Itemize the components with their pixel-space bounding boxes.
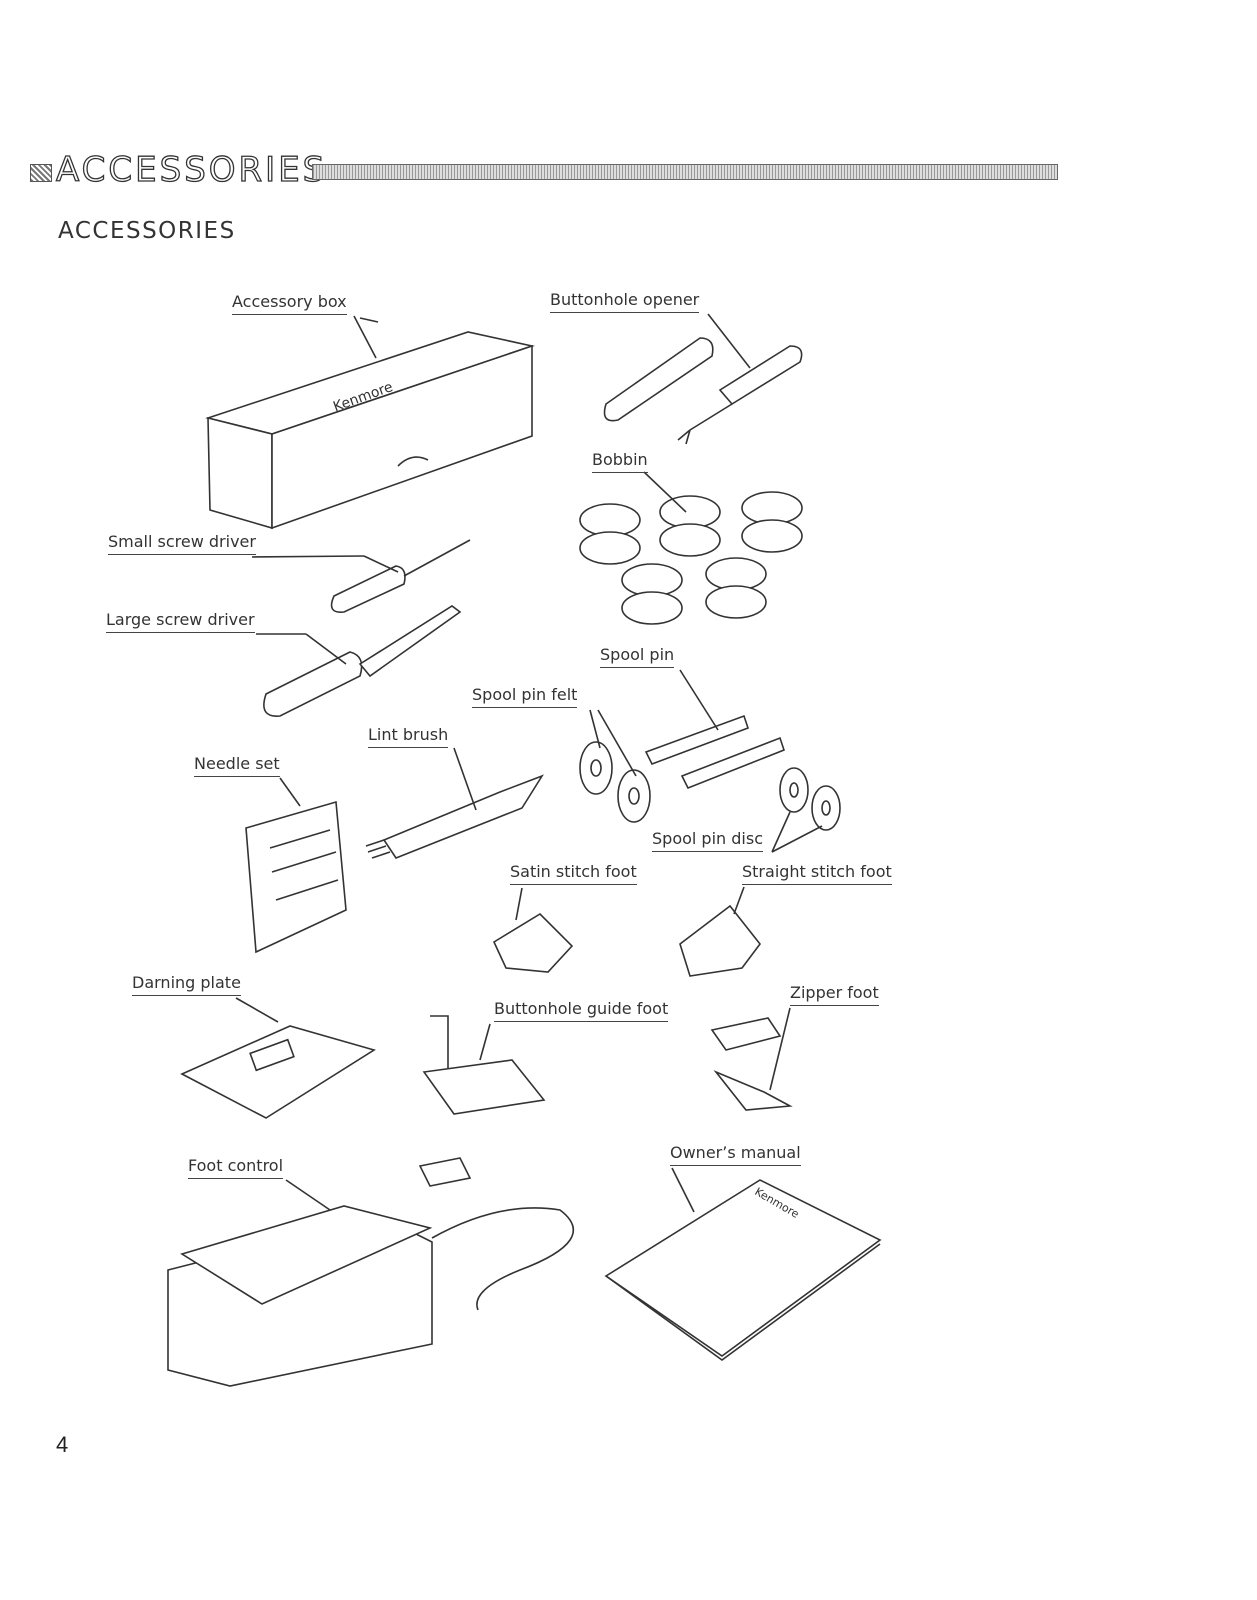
buttonhole-guide-foot-drawing <box>422 1015 546 1115</box>
buttonhole-opener-drawing <box>603 337 803 445</box>
label-bobbin: Bobbin <box>592 450 648 473</box>
label-large-screw-driver: Large screw driver <box>106 610 255 633</box>
needle-set-drawing <box>245 800 347 954</box>
section-title: ACCESSORIES <box>58 218 236 244</box>
label-spool-pin: Spool pin <box>600 645 675 668</box>
chapter-title: ACCESSORIES <box>55 149 328 190</box>
label-needle-set: Needle set <box>194 754 280 777</box>
label-buttonhole-guide-foot: Buttonhole guide foot <box>494 999 669 1022</box>
spool-pin-disc-drawing <box>779 767 841 831</box>
straight-stitch-foot-drawing <box>679 904 762 977</box>
zipper-foot-drawing <box>710 1017 793 1111</box>
header-band <box>312 164 1058 180</box>
label-spool-pin-felt: Spool pin felt <box>472 685 578 708</box>
page-number: 4 <box>56 1432 69 1457</box>
accessory-box-drawing: Kenmore <box>205 317 535 530</box>
satin-stitch-foot-drawing <box>492 912 574 973</box>
label-spool-pin-disc: Spool pin disc <box>652 829 763 852</box>
label-satin-stitch-foot: Satin stitch foot <box>510 862 637 885</box>
spool-pin-felt-drawing <box>579 741 651 823</box>
lint-brush-drawing <box>365 774 544 859</box>
foot-control-drawing <box>167 1157 575 1387</box>
label-lint-brush: Lint brush <box>368 725 449 748</box>
label-zipper-foot: Zipper foot <box>790 983 879 1006</box>
small-screw-driver-drawing <box>330 539 471 613</box>
darning-plate-drawing <box>180 1025 376 1119</box>
chapter-header: ACCESSORIES <box>30 149 1058 191</box>
large-screw-driver-drawing <box>263 605 462 717</box>
label-darning-plate: Darning plate <box>132 973 241 996</box>
label-buttonhole-opener: Buttonhole opener <box>550 290 700 313</box>
spool-pins-drawing <box>644 714 785 790</box>
label-foot-control: Foot control <box>188 1156 284 1179</box>
leader-lines <box>235 313 823 1213</box>
label-small-screw-driver: Small screw driver <box>108 532 256 555</box>
label-owners-manual: Owner’s manual <box>670 1143 801 1166</box>
owners-manual-drawing: Kenmore <box>604 1179 882 1361</box>
bobbins-drawing <box>579 491 803 625</box>
label-accessory-box: Accessory box <box>232 292 347 315</box>
header-marker-icon <box>30 164 52 182</box>
label-straight-stitch-foot: Straight stitch foot <box>742 862 892 885</box>
